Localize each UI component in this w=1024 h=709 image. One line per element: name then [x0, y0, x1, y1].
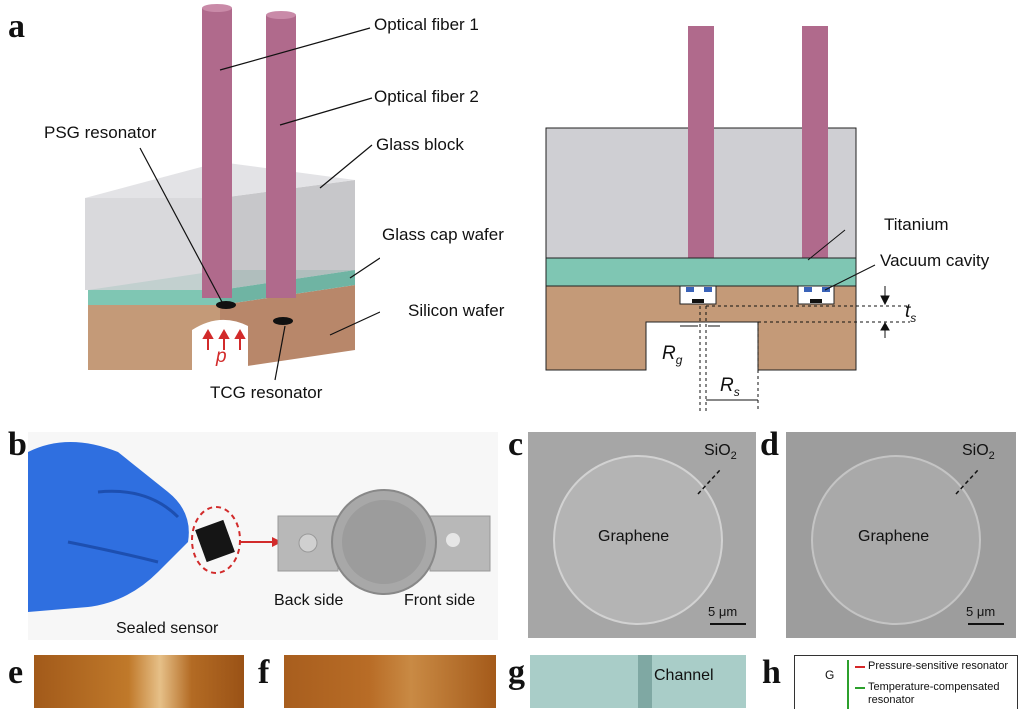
label-front-side: Front side — [404, 592, 476, 609]
label-channel: Channel — [654, 667, 714, 684]
label-glass-cap-wafer: Glass cap wafer — [382, 225, 504, 244]
label-optical-fiber-1: Optical fiber 1 — [374, 15, 479, 34]
label-axis-g: G — [825, 668, 835, 682]
label-back-side: Back side — [274, 592, 344, 609]
silicon-cavity — [192, 319, 248, 370]
legend-temperature: Temperature-compensated resonator — [868, 681, 1000, 707]
dashed-highlight — [191, 506, 241, 574]
scale-bar-c: 5 μm — [708, 604, 738, 619]
panel-b-photo — [28, 432, 498, 640]
label-rs: Rs — [720, 375, 740, 399]
graphene-circle-c — [553, 455, 723, 625]
front-side-chip — [429, 515, 491, 572]
panel-d-sem-image: SiO2 Graphene 5 μm — [786, 432, 1016, 638]
silicon-wafer-front — [88, 305, 220, 370]
label-vacuum-cavity: Vacuum cavity — [880, 251, 990, 270]
panel-e-afm-image — [34, 655, 244, 708]
optical-fiber-2 — [266, 15, 296, 298]
panel-letter-f: f — [258, 654, 270, 691]
label-graphene-c: Graphene — [598, 528, 670, 545]
psg-resonator-shape — [216, 301, 236, 309]
xs-fiber-2 — [802, 26, 828, 258]
label-ts: ts — [905, 301, 917, 325]
panel-a-cross-section — [545, 26, 910, 412]
label-pressure: p — [216, 346, 227, 367]
panel-letter-g: g — [508, 654, 525, 691]
legend-swatch-temperature — [855, 687, 865, 689]
panel-f-afm-image — [284, 655, 496, 708]
label-rg: Rg — [662, 343, 683, 367]
label-sio2-d: SiO2 — [962, 442, 995, 463]
graphene-circle-d — [811, 455, 981, 625]
panel-letter-c: c — [508, 426, 524, 463]
label-titanium: Titanium — [884, 215, 949, 234]
blue-glove — [28, 442, 189, 612]
label-psg-resonator: PSG resonator — [44, 123, 157, 142]
label-sio2-c: SiO2 — [704, 442, 737, 463]
panel-letter-d: d — [760, 426, 779, 463]
label-silicon-wafer: Silicon wafer — [408, 301, 505, 320]
panel-letter-e: e — [8, 654, 24, 691]
panel-letter-h: h — [762, 654, 781, 691]
panel-a-3d-schematic — [85, 4, 380, 381]
panel-h-chart: G Pressure-sensitive resonator Temperatu… — [794, 655, 1018, 709]
label-glass-block: Glass block — [376, 135, 464, 154]
panel-c-sem-image: SiO2 Graphene 5 μm — [528, 432, 756, 638]
panel-g-optical-image: Channel — [530, 655, 746, 708]
pressure-arrows — [202, 328, 246, 350]
legend-swatch-pressure — [855, 666, 865, 668]
label-sealed-sensor: Sealed sensor — [116, 620, 219, 637]
sealed-sensor-chip — [195, 519, 235, 563]
glass-cap-front — [88, 290, 220, 305]
silicon-wafer-right — [220, 285, 355, 370]
xs-fiber-1 — [688, 26, 714, 258]
xs-glass-cap — [545, 257, 857, 287]
label-tcg-resonator: TCG resonator — [210, 383, 323, 402]
tcg-resonator-shape — [273, 317, 293, 325]
legend-pressure: Pressure-sensitive resonator — [868, 660, 1009, 672]
panel-letter-a: a — [8, 8, 25, 45]
label-optical-fiber-2: Optical fiber 2 — [374, 87, 479, 106]
optical-fiber-1 — [202, 8, 232, 298]
scale-bar-d: 5 μm — [966, 604, 996, 619]
label-graphene-d: Graphene — [858, 528, 930, 545]
glass-block-front — [85, 198, 220, 290]
panel-letter-b: b — [8, 426, 27, 463]
temperature-resonator-line — [847, 660, 849, 709]
